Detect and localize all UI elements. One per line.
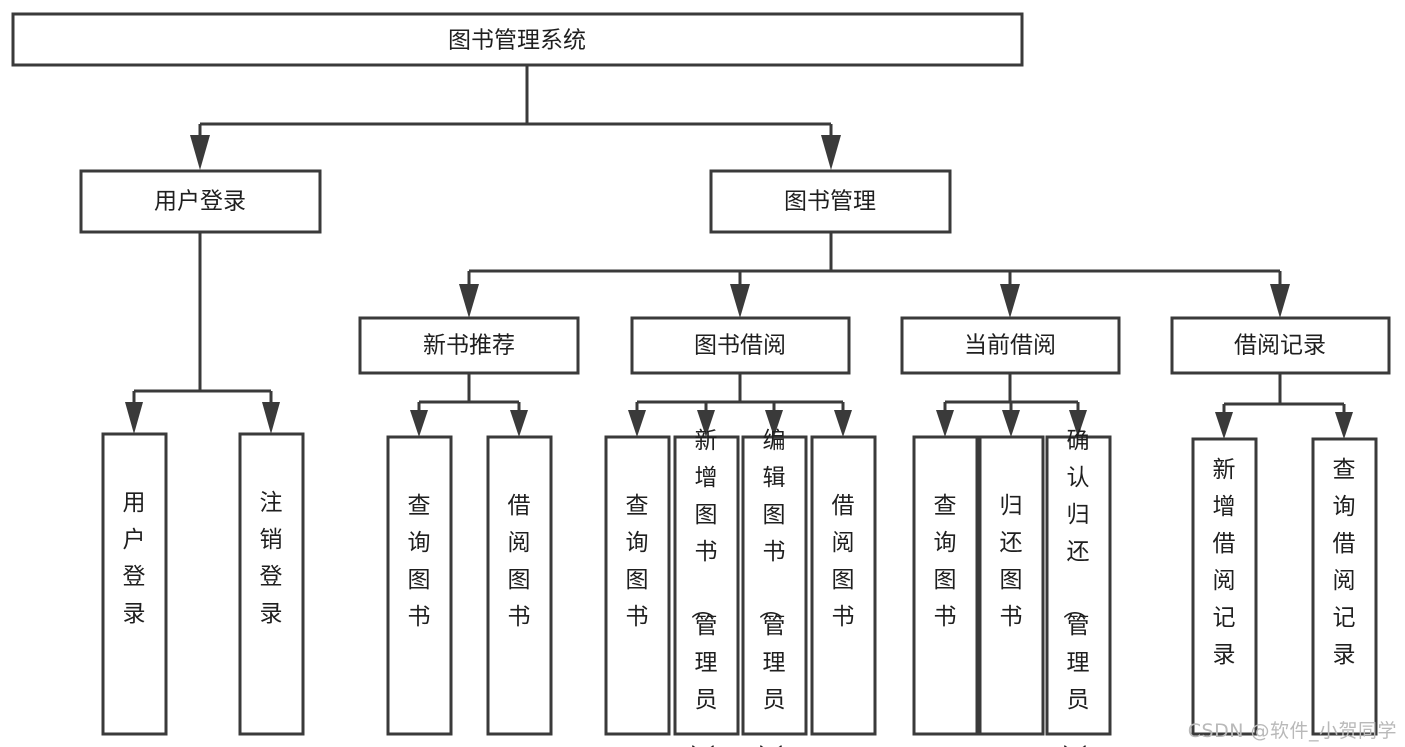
node-root[interactable]: 图书管理系统 xyxy=(11,12,1024,67)
leaf-query-book-2-box[interactable] xyxy=(604,435,671,736)
arrow-head-leaf-confirm-return xyxy=(1069,410,1087,437)
arrow-head-leaf-query-book-3 xyxy=(936,410,954,437)
leaf-borrow-book-2-box[interactable] xyxy=(810,435,877,736)
node-book-borrow[interactable]: 图书借阅 xyxy=(630,316,851,375)
leaf-add-book-label: 新增图书（管理员） xyxy=(689,428,718,747)
arrow-head-book-management xyxy=(821,135,841,170)
leaf-user-login-label: 用户登录 xyxy=(123,490,146,627)
leaf-return-book-label: 归还图书 xyxy=(1000,493,1023,630)
leaf-query-book-1-label: 查询图书 xyxy=(408,493,431,630)
connector-layer xyxy=(125,65,1353,439)
leaf-node-add-book[interactable]: 新增图书（管理员） xyxy=(673,428,740,747)
leaf-add-record-label: 新增借阅记录 xyxy=(1213,457,1236,668)
leaf-node-query-book-2[interactable]: 查询图书 xyxy=(604,435,671,736)
node-current-borrow[interactable]: 当前借阅 xyxy=(900,316,1121,375)
book-borrow-box[interactable] xyxy=(630,316,851,375)
node-new-book-recommend[interactable]: 新书推荐 xyxy=(358,316,580,375)
leaf-confirm-return-box[interactable] xyxy=(1045,435,1112,736)
leaf-node-add-record[interactable]: 新增借阅记录 xyxy=(1191,437,1258,736)
current-borrow-box[interactable] xyxy=(900,316,1121,375)
arrow-head-leaf-borrow-book-1 xyxy=(510,410,528,437)
leaf-query-book-3-box[interactable] xyxy=(912,435,979,736)
leaf-borrow-book-1-box[interactable] xyxy=(486,435,553,736)
leaf-query-record-label: 查询借阅记录 xyxy=(1333,457,1356,668)
leaf-query-book-3-label: 查询图书 xyxy=(934,493,957,630)
new-book-recommend-box[interactable] xyxy=(358,316,580,375)
leaf-edit-book-label: 编辑图书（管理员） xyxy=(757,428,786,747)
arrow-head-leaf-user-login xyxy=(125,402,143,434)
node-borrow-record[interactable]: 借阅记录 xyxy=(1170,316,1391,375)
leaf-node-query-book-3[interactable]: 查询图书 xyxy=(912,435,979,736)
book-management-box[interactable] xyxy=(709,169,952,234)
root-box[interactable] xyxy=(11,12,1024,67)
leaf-add-book-box[interactable] xyxy=(673,435,740,736)
root-label: 图书管理系统 xyxy=(448,28,586,54)
arrow-head-leaf-add-record xyxy=(1215,412,1233,439)
user-login-box[interactable] xyxy=(79,169,322,234)
leaf-node-return-book[interactable]: 归还图书 xyxy=(978,435,1045,736)
leaf-user-logout-label: 注销登录 xyxy=(260,490,283,627)
book-borrow-label: 图书借阅 xyxy=(694,333,786,359)
arrow-head-current-borrow xyxy=(1000,284,1020,318)
borrow-record-box[interactable] xyxy=(1170,316,1391,375)
leaf-node-user-logout[interactable]: 注销登录 xyxy=(238,432,305,736)
leaf-node-user-login[interactable]: 用户登录 xyxy=(101,432,168,736)
leaf-borrow-book-2-label: 借阅图书 xyxy=(832,493,855,630)
user-login-label: 用户登录 xyxy=(154,189,246,215)
borrow-record-label: 借阅记录 xyxy=(1234,333,1326,359)
leaf-node-confirm-return[interactable]: 确认归还（管理员） xyxy=(1045,428,1112,747)
arrow-head-leaf-query-book-1 xyxy=(410,410,428,437)
leaf-add-record-box[interactable] xyxy=(1191,437,1258,736)
book-management-label: 图书管理 xyxy=(784,189,876,215)
leaf-query-book-1-box[interactable] xyxy=(386,435,453,736)
arrow-head-leaf-user-logout xyxy=(262,402,280,434)
node-book-management[interactable]: 图书管理 xyxy=(709,169,952,234)
leaf-user-logout-box[interactable] xyxy=(238,432,305,736)
leaf-confirm-return-label: 确认归还（管理员） xyxy=(1061,428,1090,747)
arrow-head-leaf-query-book-2 xyxy=(628,410,646,437)
arrow-head-leaf-borrow-book-2 xyxy=(834,410,852,437)
node-user-login[interactable]: 用户登录 xyxy=(79,169,322,234)
arrow-head-leaf-add-book xyxy=(697,410,715,437)
arrow-head-leaf-query-record xyxy=(1335,412,1353,439)
arrow-head-leaf-edit-book xyxy=(765,410,783,437)
arrow-head-leaf-return-book xyxy=(1002,410,1020,437)
arrow-head-new-book-recommend xyxy=(459,284,479,318)
arrow-head-book-borrow xyxy=(730,284,750,318)
leaf-edit-book-box[interactable] xyxy=(741,435,808,736)
leaf-borrow-book-1-label: 借阅图书 xyxy=(508,493,531,630)
leaf-node-edit-book[interactable]: 编辑图书（管理员） xyxy=(741,428,808,747)
leaf-query-book-2-label: 查询图书 xyxy=(626,493,649,630)
arrow-head-user-login xyxy=(190,135,210,170)
current-borrow-label: 当前借阅 xyxy=(964,333,1056,359)
leaf-query-record-box[interactable] xyxy=(1311,437,1378,736)
arrow-head-borrow-record xyxy=(1270,284,1290,318)
leaf-node-borrow-book-2[interactable]: 借阅图书 xyxy=(810,435,877,736)
new-book-recommend-label: 新书推荐 xyxy=(423,333,515,359)
leaf-node-borrow-book-1[interactable]: 借阅图书 xyxy=(486,435,553,736)
leaf-return-book-box[interactable] xyxy=(978,435,1045,736)
leaf-node-query-book-1[interactable]: 查询图书 xyxy=(386,435,453,736)
leaf-node-query-record[interactable]: 查询借阅记录 xyxy=(1311,437,1378,736)
leaf-user-login-box[interactable] xyxy=(101,432,168,736)
